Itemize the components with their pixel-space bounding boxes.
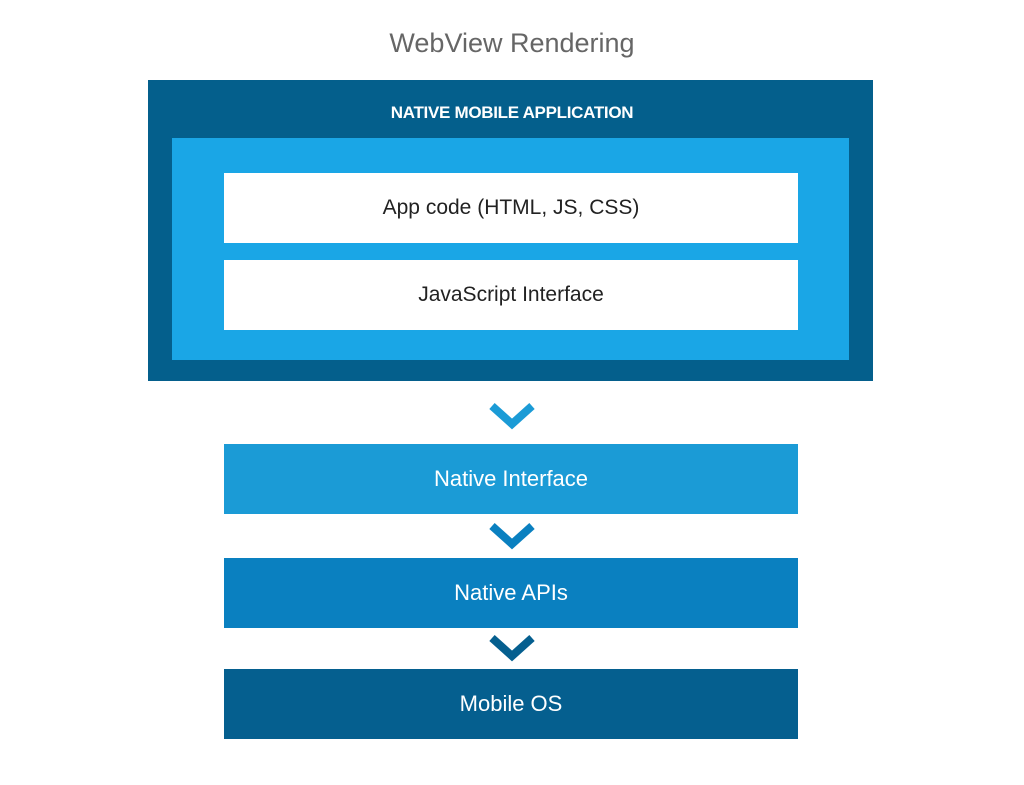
native-interface-label: Native Interface xyxy=(433,466,589,491)
app-code-box: App code (HTML, JS, CSS) xyxy=(224,173,798,243)
native-interface-layer: Native Interface xyxy=(224,444,798,514)
native-app-label: NATIVE MOBILE APPLICATION xyxy=(390,103,634,122)
mobile-os-layer: Mobile OS xyxy=(224,669,798,739)
javascript-interface-box: JavaScript Interface xyxy=(224,260,798,330)
app-code-label: App code (HTML, JS, CSS) xyxy=(382,196,640,219)
javascript-interface-label: JavaScript Interface xyxy=(418,283,604,306)
mobile-os-label: Mobile OS xyxy=(459,691,563,716)
native-apis-label: Native APIs xyxy=(454,580,568,605)
chevron-down-icon xyxy=(489,523,535,550)
chevron-down-icon xyxy=(489,403,535,430)
chevron-down-icon xyxy=(489,635,535,662)
native-apis-layer: Native APIs xyxy=(224,558,798,628)
diagram-title: WebView Rendering xyxy=(389,28,635,58)
